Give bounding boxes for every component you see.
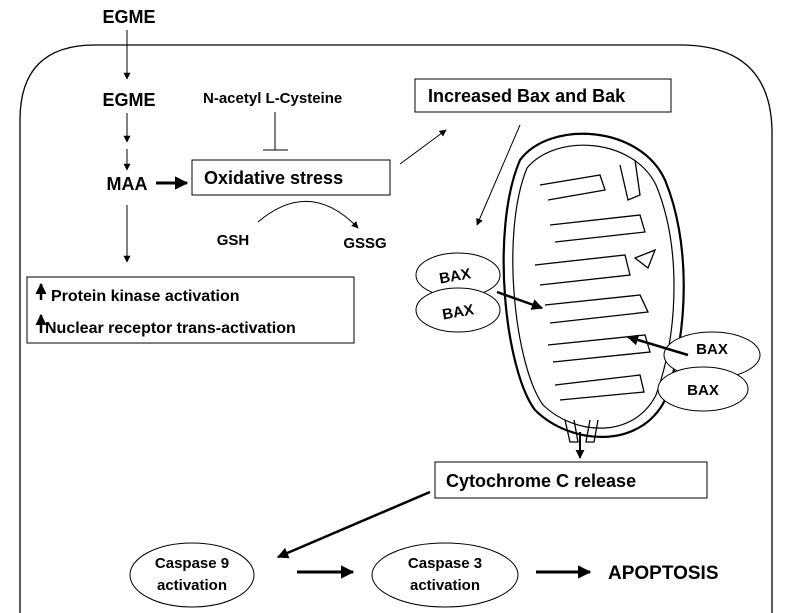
mitochondrial-cristae bbox=[534, 159, 657, 401]
egme-inside-label: EGME bbox=[102, 90, 155, 110]
bax-label-2: BAX bbox=[441, 301, 475, 323]
gssg-label: GSSG bbox=[343, 235, 386, 252]
oxidative-stress-label: Oxidative stress bbox=[204, 168, 343, 188]
caspase3-ellipse bbox=[371, 542, 519, 608]
bax-bak-box bbox=[414, 78, 672, 113]
bax-label-4: BAX bbox=[687, 382, 719, 399]
caspase9-label-2: activation bbox=[157, 577, 227, 594]
bax-bak-label: Increased Bax and Bak bbox=[428, 86, 626, 106]
egme-outside-label: EGME bbox=[102, 7, 155, 27]
caspase9-ellipse bbox=[129, 542, 255, 608]
arrows bbox=[35, 30, 689, 579]
mitochondrion bbox=[502, 132, 685, 443]
caspase3-label-1: Caspase 3 bbox=[408, 555, 482, 572]
bax-label-3: BAX bbox=[696, 341, 728, 358]
bax-label-1: BAX bbox=[438, 265, 472, 287]
bax-ellipse-4 bbox=[657, 366, 749, 412]
nuclear-receptor-label: Nuclear receptor trans-activation bbox=[45, 320, 296, 337]
maa-label: MAA bbox=[107, 174, 148, 194]
caspase9-label-1: Caspase 9 bbox=[155, 555, 229, 572]
gsh-label: GSH bbox=[217, 232, 250, 249]
caspase3-label-2: activation bbox=[410, 577, 480, 594]
cell-membrane bbox=[19, 44, 773, 613]
apoptosis-label: APOPTOSIS bbox=[608, 563, 719, 584]
nac-inhibition bbox=[263, 112, 288, 151]
kinase-receptor-box bbox=[26, 276, 355, 344]
oxidative-stress-box bbox=[191, 159, 391, 196]
protein-kinase-label: Protein kinase activation bbox=[51, 288, 240, 305]
cytochrome-box bbox=[434, 461, 708, 499]
cytochrome-label: Cytochrome C release bbox=[446, 471, 636, 491]
bax-ellipse-2 bbox=[415, 287, 501, 333]
nac-label: N-acetyl L-Cysteine bbox=[203, 90, 342, 107]
